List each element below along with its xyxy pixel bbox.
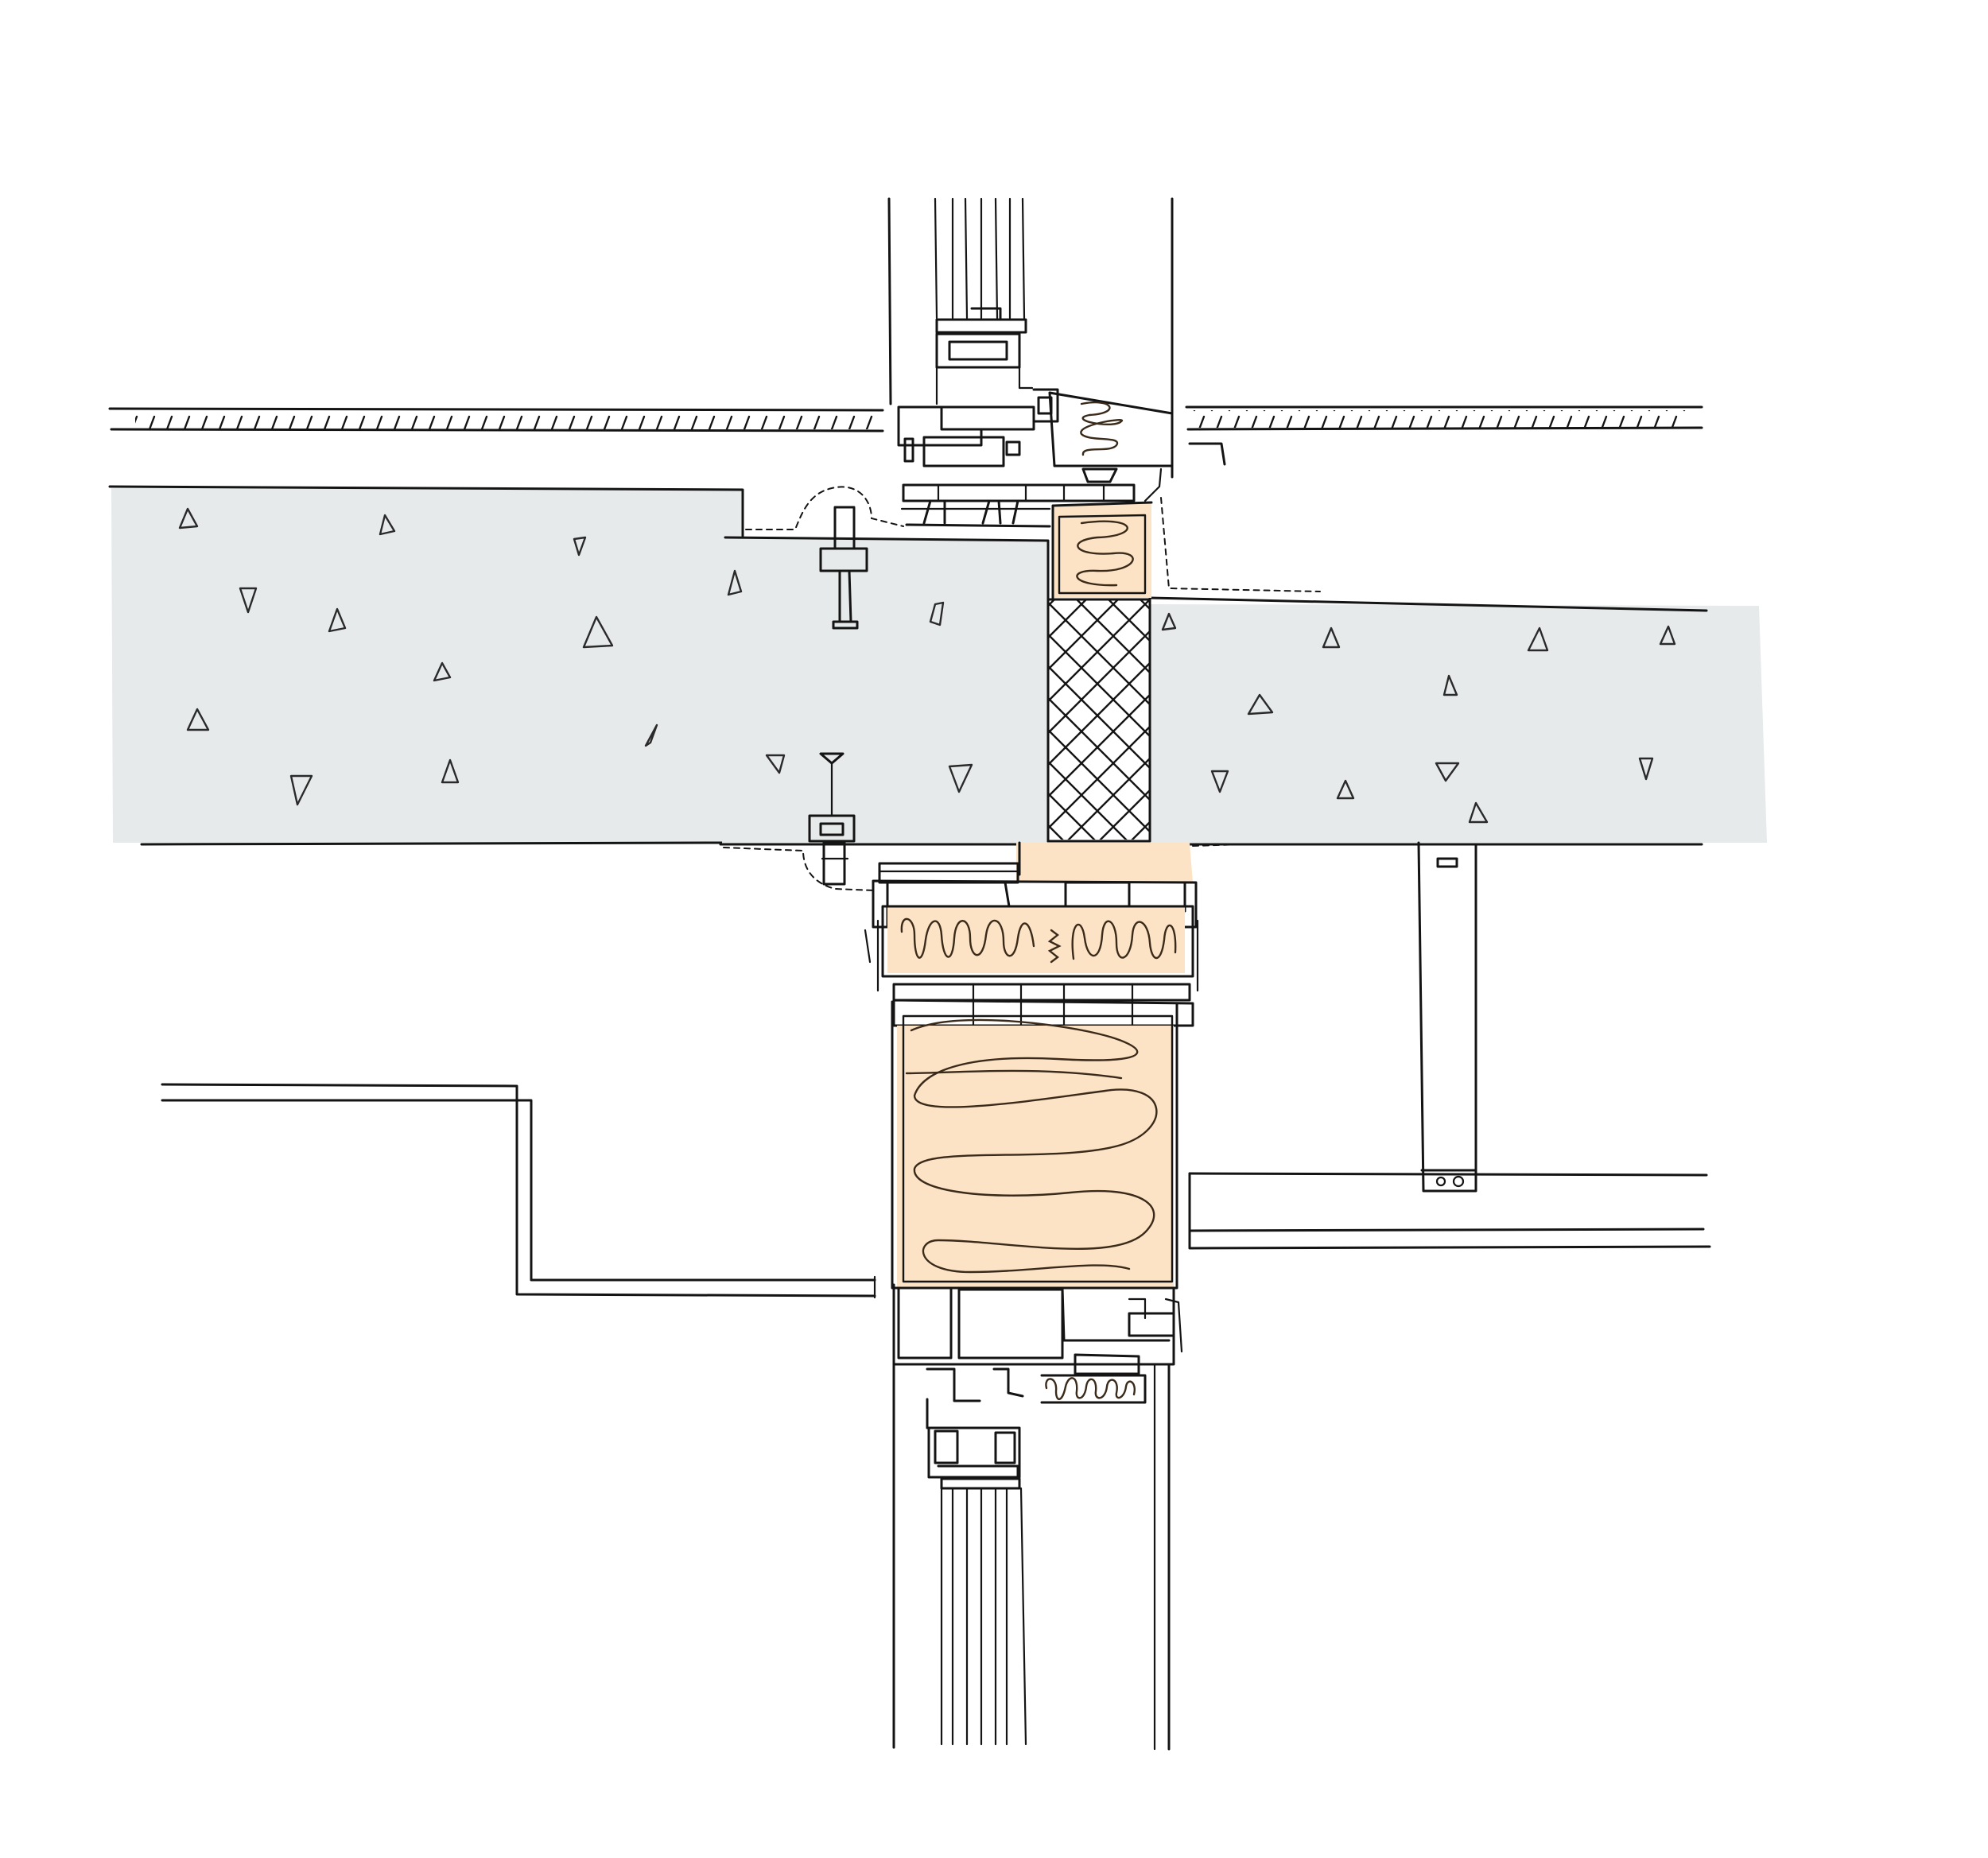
concrete-slab-center xyxy=(719,536,1051,846)
insulation-large xyxy=(891,1000,1178,1290)
anchor-bracket-upper xyxy=(819,506,868,630)
mullion-junction xyxy=(892,1283,1183,1751)
transom-head xyxy=(897,388,1174,528)
membrane-upper xyxy=(745,486,904,530)
concrete-slab-left xyxy=(108,485,744,846)
anchor-bracket-lower xyxy=(808,752,856,886)
ceiling-step-left xyxy=(161,1083,876,1299)
hatched-finish-band-right xyxy=(1185,405,1703,466)
mullion-upper xyxy=(887,197,1174,479)
hatched-finish-band-left xyxy=(108,407,884,432)
insulation-small xyxy=(1051,501,1153,599)
ceiling-bulkhead-right xyxy=(1188,1172,1711,1250)
concrete-slab-right xyxy=(1148,596,1767,846)
membrane-lower xyxy=(723,847,876,891)
mullion-lower xyxy=(892,1363,1027,1749)
cross-hatched-fire-stop xyxy=(1046,598,1151,843)
membrane-upper-right xyxy=(1160,497,1321,592)
insulation-transom xyxy=(881,905,1194,1027)
steel-hanger xyxy=(1417,841,1477,1193)
concrete-aggregate xyxy=(178,507,1676,824)
